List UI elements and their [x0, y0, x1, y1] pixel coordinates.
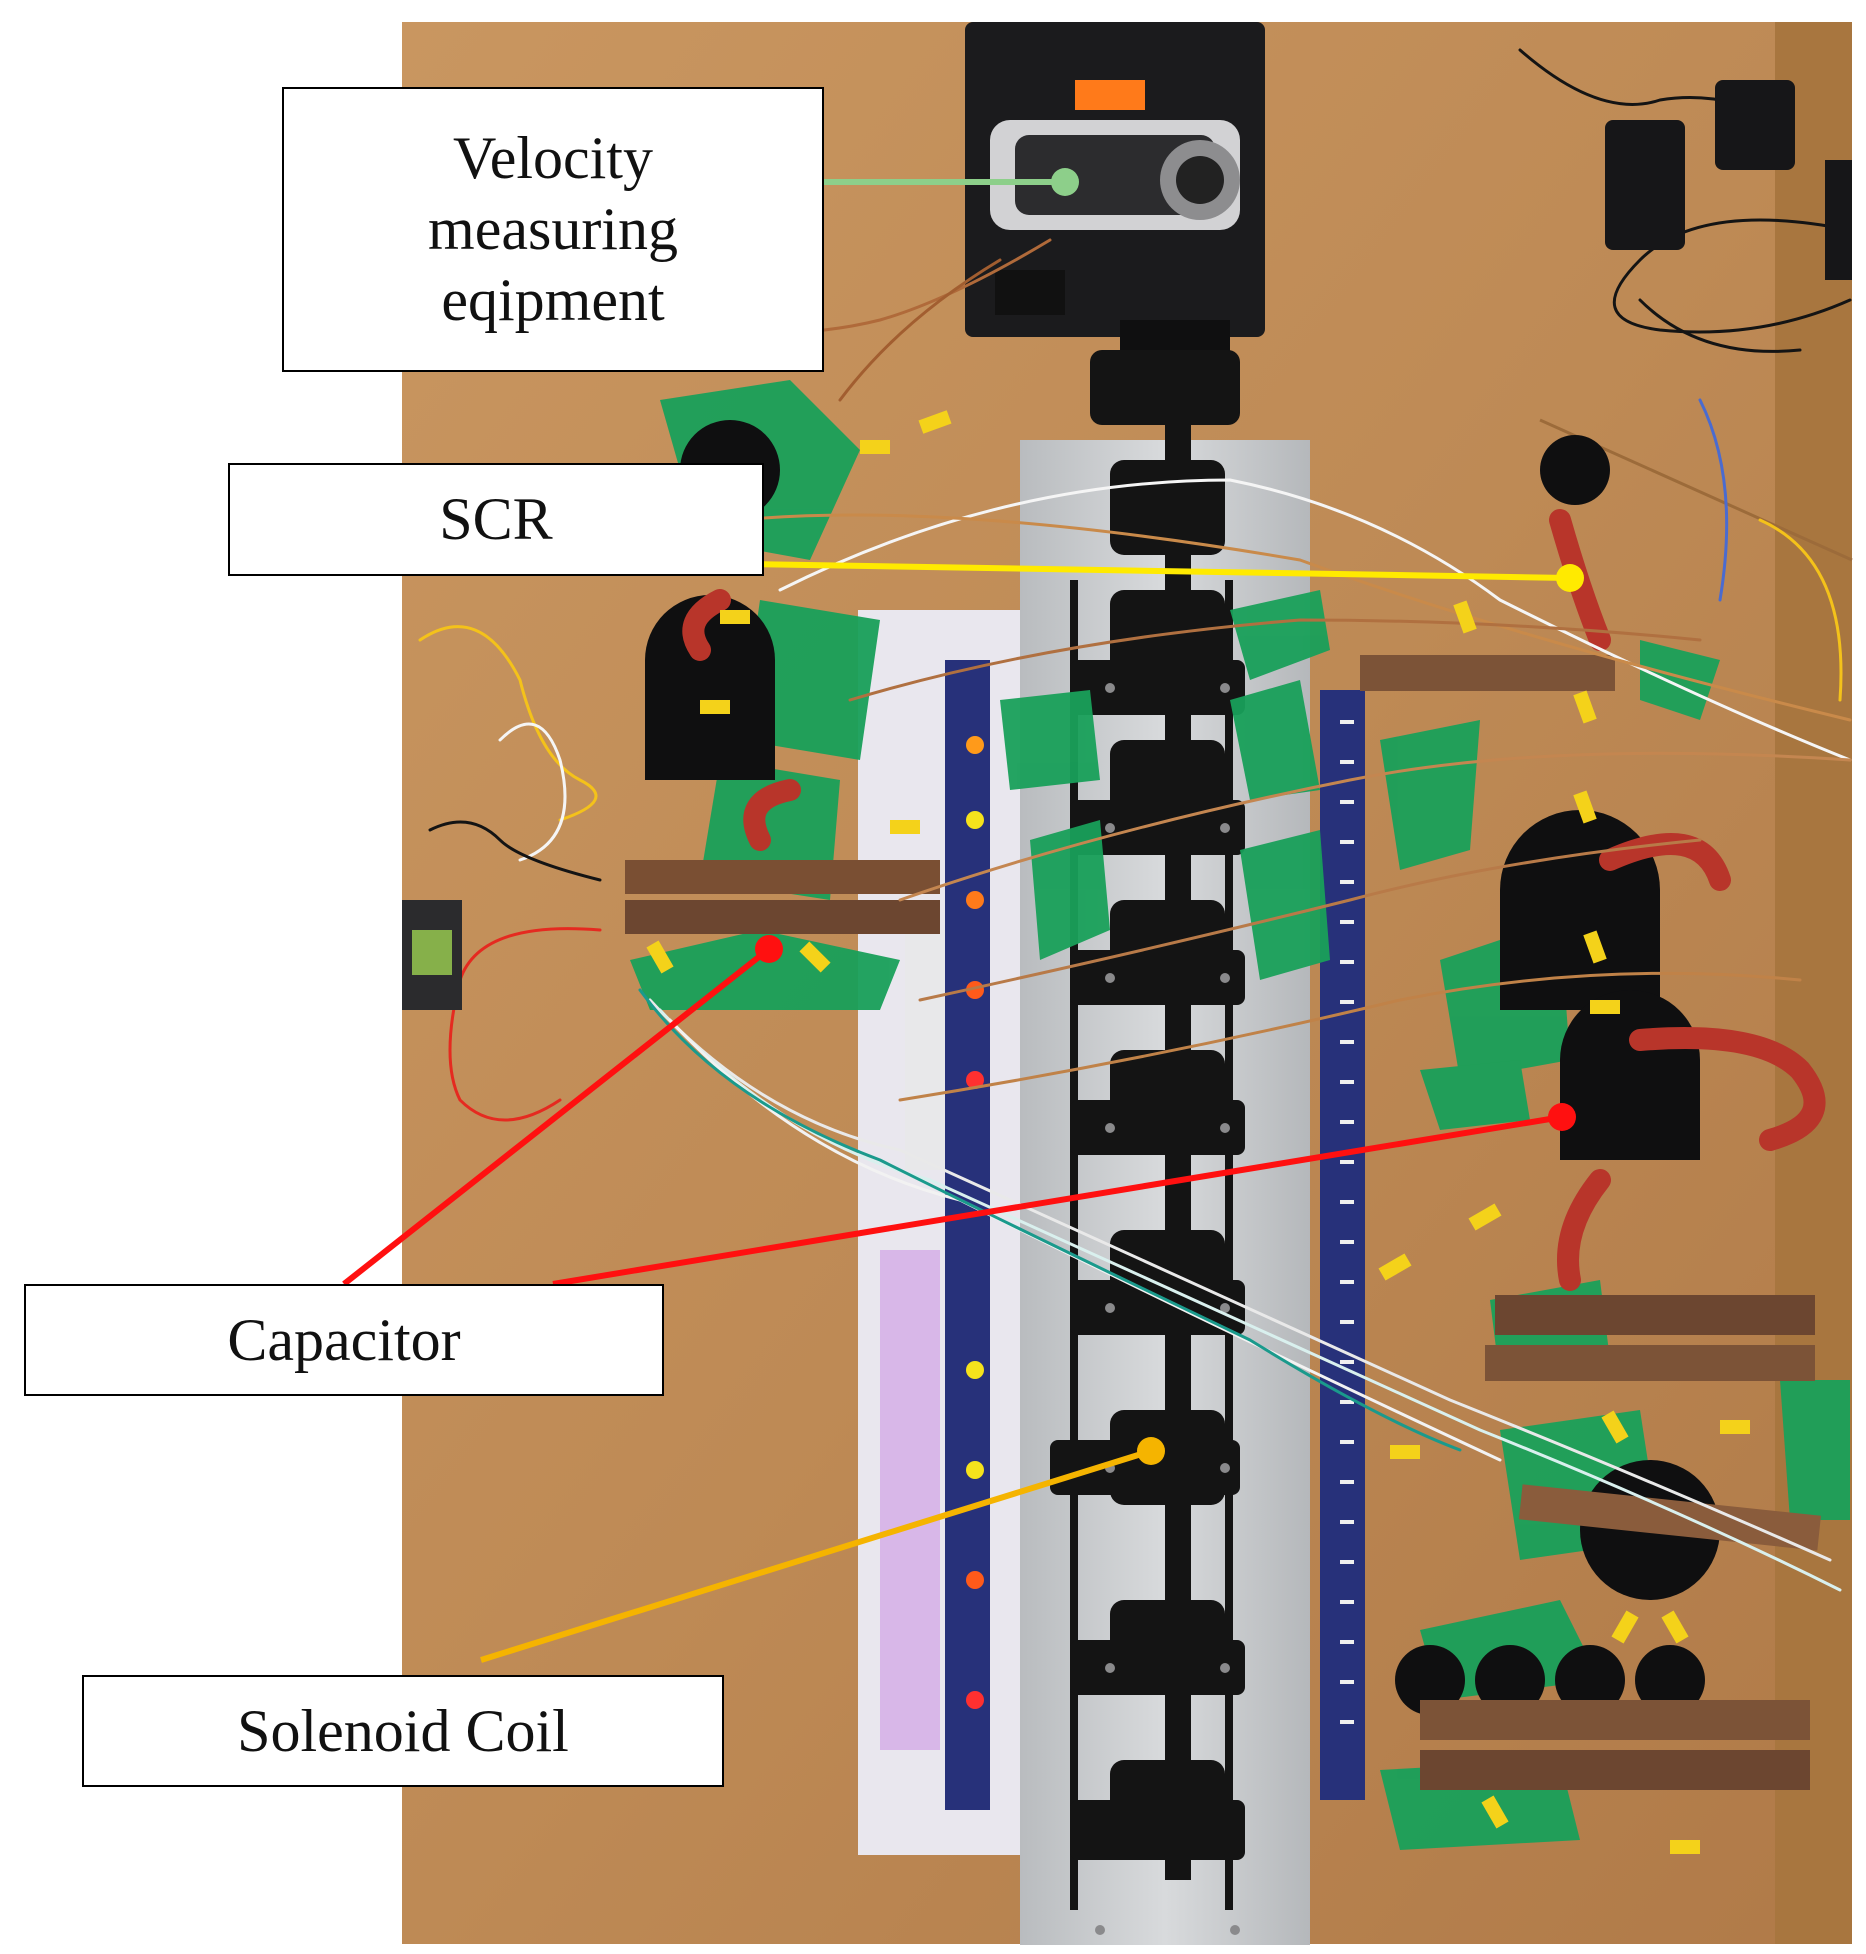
capacitor-label: Capacitor [227, 1306, 461, 1373]
right-blue-ruler [1320, 690, 1365, 1800]
velocity-label-box: Velocity measuring eqipment [282, 87, 824, 372]
capacitor-leader-line-right [552, 1114, 1563, 1287]
cardboard-strip [1775, 22, 1852, 1944]
scr-label: SCR [439, 486, 553, 553]
capacitor-callout-dot-right [1548, 1103, 1576, 1131]
left-blue-ruler [945, 660, 990, 1810]
capacitor-callout-dot-left [755, 935, 783, 963]
capacitors [645, 420, 1720, 1715]
power-adapters [1605, 80, 1852, 280]
velocity-callout-dot [1051, 168, 1079, 196]
solenoid-label-box: Solenoid Coil [82, 1675, 724, 1787]
ring-terminals [646, 410, 1750, 1854]
solenoid-callout-dot [1137, 1437, 1165, 1465]
velocity-meter-device [965, 22, 1265, 410]
scr-label-box: SCR [228, 463, 764, 576]
wiring [418, 48, 1852, 1592]
scr-module-left [402, 900, 462, 1010]
scr-leader-line [750, 561, 1571, 581]
scr-callout-dot [1556, 564, 1584, 592]
velocity-label: Velocity measuring eqipment [428, 125, 678, 333]
bus-bars [625, 655, 1821, 1790]
capacitor-leader-line-left [342, 946, 771, 1287]
solenoid-leader-line [480, 1448, 1152, 1663]
purple-strip [880, 1250, 940, 1750]
solenoid-coil-chain [1050, 350, 1245, 1880]
solenoid-label: Solenoid Coil [237, 1697, 569, 1764]
capacitor-label-box: Capacitor [24, 1284, 664, 1396]
